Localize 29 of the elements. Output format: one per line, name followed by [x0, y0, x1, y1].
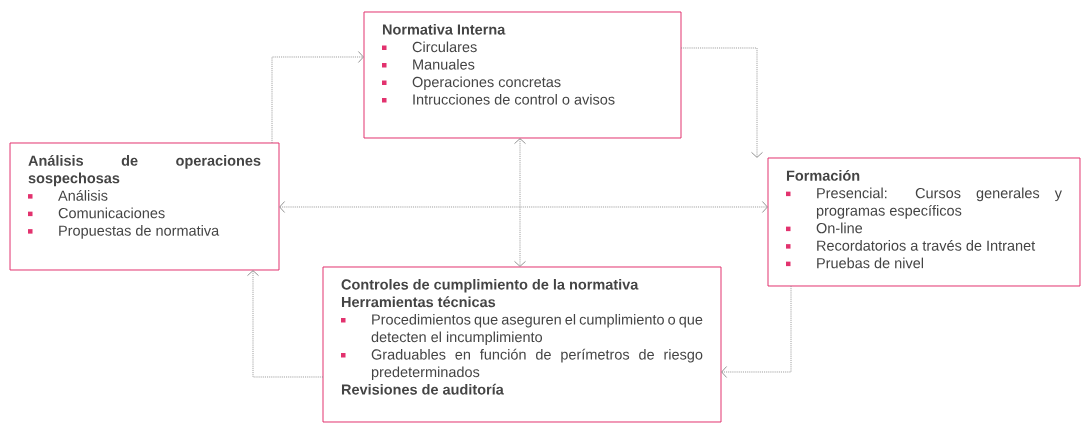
text-box — [322, 266, 722, 423]
bullet-text: Comunicaciones — [58, 207, 165, 219]
text-box — [767, 157, 1081, 287]
arrow — [721, 285, 792, 378]
arrow — [271, 51, 364, 144]
arrow — [247, 270, 324, 378]
bullet-text: Análisis — [58, 189, 108, 201]
bullet-text: Graduables en función de perímetros de riesgo predeterminados — [371, 348, 703, 380]
bullet-text: Recordatorios a través de Intranet — [817, 239, 1036, 251]
bullet-text: Circulares — [412, 41, 477, 53]
heading: Análisis de operaciones sospechosas — [28, 155, 261, 187]
bullet-text: Operaciones concretas — [412, 76, 561, 90]
heading: Herramientas técnicas — [342, 296, 496, 308]
bullet-text: Intrucciones de control o avisos — [413, 94, 615, 105]
bullet-text: Presencial: Cursos generales y programas específicos — [816, 187, 1062, 219]
bullet-text: On-line — [816, 222, 863, 234]
bullet-text: Manuales — [413, 59, 475, 70]
heading: Formación — [787, 170, 860, 181]
arrow — [279, 201, 768, 213]
arrow — [680, 47, 763, 158]
text-box — [363, 11, 682, 139]
text-box — [9, 142, 280, 271]
bullet-text: Propuestas de normativa — [59, 225, 220, 239]
bullet-text: Pruebas de nivel — [817, 257, 923, 269]
heading: Revisiones de auditoría — [342, 383, 504, 395]
heading: Controles de cumplimiento de la normativa — [341, 279, 639, 293]
heading: Normativa Interna — [383, 24, 506, 35]
arrow — [514, 138, 526, 267]
bullet-text: Procedimientos que aseguren el cumplimiento o que detecten el incumplimiento — [371, 314, 703, 345]
